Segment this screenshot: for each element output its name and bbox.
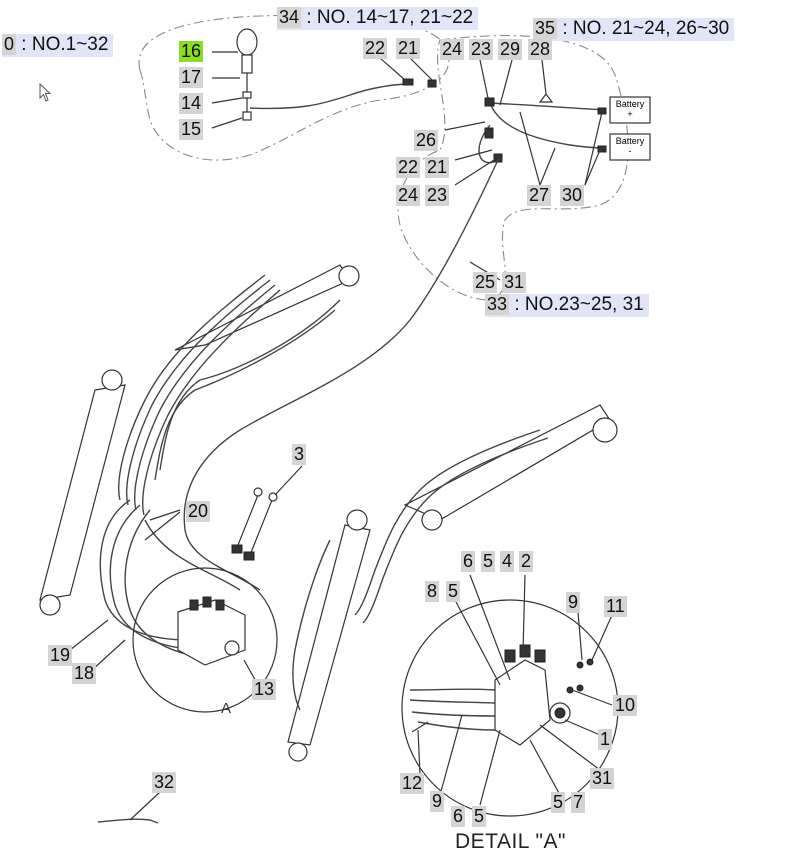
callout-15[interactable]: 15 (179, 119, 204, 140)
note-battery: 35 : NO. 21~24, 26~30 (533, 18, 735, 41)
callout-4[interactable]: 4 (500, 551, 515, 572)
callout-31-bottom[interactable]: 31 (590, 768, 615, 789)
battery-bottom-text: Battery (615, 136, 645, 146)
callout-27[interactable]: 27 (527, 185, 552, 206)
battery-top-box (609, 96, 651, 124)
note-battery-text: : NO. 21~24, 26~30 (562, 18, 730, 39)
callout-17[interactable]: 17 (179, 67, 204, 88)
callout-24-mid[interactable]: 24 (396, 185, 421, 206)
right-lift-cylinder (403, 404, 618, 531)
detail-caption: DETAIL "A" (455, 830, 566, 853)
callout-8[interactable]: 8 (425, 581, 440, 602)
lower-cylinder (287, 509, 371, 762)
pin-parts (231, 465, 303, 561)
battery-top-text: Battery (615, 99, 645, 109)
callout-14[interactable]: 14 (179, 93, 204, 114)
callout-22-mid[interactable]: 22 (396, 157, 421, 178)
callout-25[interactable]: 25 (473, 272, 498, 293)
part-32-wire (97, 818, 159, 824)
callout-18[interactable]: 18 (72, 663, 97, 684)
battery-bottom-box (609, 133, 651, 161)
main-harness (183, 159, 499, 591)
valve-detail-circle (132, 567, 278, 713)
callout-32[interactable]: 32 (152, 772, 177, 793)
callout-9-bottom[interactable]: 9 (430, 791, 445, 812)
callout-1[interactable]: 1 (598, 729, 613, 750)
note-grip-text: : NO. 14~17, 21~22 (306, 7, 474, 28)
battery-top-sign: + (627, 109, 633, 119)
callout-7[interactable]: 7 (571, 792, 586, 813)
upper-cylinder (174, 264, 360, 351)
note-harness-text: : NO.23~25, 31 (514, 294, 644, 315)
callout-19[interactable]: 19 (48, 645, 73, 666)
note-main-text: : NO.1~32 (21, 34, 109, 55)
callout-24-top[interactable]: 24 (440, 39, 465, 60)
callout-note-harness[interactable]: 33 (485, 294, 510, 315)
note-harness: 33 : NO.23~25, 31 (485, 294, 649, 317)
battery-bottom-sign: - (628, 146, 632, 156)
callout-5-mid[interactable]: 5 (446, 581, 461, 602)
detail-a-circle (401, 574, 619, 817)
battery-top-label: Battery + (612, 99, 648, 119)
callout-21-mid[interactable]: 21 (425, 157, 450, 178)
callout-28[interactable]: 28 (528, 39, 553, 60)
callout-5-top[interactable]: 5 (481, 551, 496, 572)
battery-group-outline (397, 35, 629, 301)
callout-note-grip[interactable]: 34 (277, 7, 302, 28)
grip-harness (249, 83, 406, 110)
note-main: 0 : NO.1~32 (2, 34, 114, 57)
callout-29[interactable]: 29 (498, 39, 523, 60)
callout-note-main[interactable]: 0 (2, 34, 17, 55)
hose-bundle (99, 274, 549, 711)
callout-10[interactable]: 10 (613, 695, 638, 716)
battery-bottom-label: Battery - (612, 136, 648, 156)
callout-6-top[interactable]: 6 (461, 551, 476, 572)
callout-9-top[interactable]: 9 (566, 592, 581, 613)
grip-group-outline (138, 14, 450, 161)
callout-30[interactable]: 30 (560, 185, 585, 206)
left-lift-cylinder (39, 369, 126, 616)
callout-6-bottom[interactable]: 6 (451, 806, 466, 827)
detail-letter-a: A (221, 700, 232, 717)
callout-26[interactable]: 26 (414, 130, 439, 151)
callout-note-battery[interactable]: 35 (533, 18, 558, 39)
callout-31-top[interactable]: 31 (502, 272, 527, 293)
callout-13[interactable]: 13 (252, 679, 277, 700)
callout-11[interactable]: 11 (604, 596, 627, 617)
battery-wiring (444, 59, 607, 186)
callout-22-top[interactable]: 22 (363, 38, 388, 59)
joystick-grip (211, 28, 258, 129)
note-grip: 34 : NO. 14~17, 21~22 (277, 7, 479, 30)
mouse-pointer-icon (39, 83, 52, 102)
callout-2[interactable]: 2 (519, 551, 534, 572)
callout-23-top[interactable]: 23 (469, 39, 494, 60)
callout-3[interactable]: 3 (292, 444, 307, 465)
callout-20[interactable]: 20 (186, 501, 211, 522)
callout-12[interactable]: 12 (400, 773, 425, 794)
callout-5-bottom[interactable]: 5 (472, 806, 487, 827)
callout-16[interactable]: 16 (179, 41, 204, 62)
callout-23-mid[interactable]: 23 (425, 185, 450, 206)
callout-21-top[interactable]: 21 (396, 38, 421, 59)
callout-5-right[interactable]: 5 (551, 792, 566, 813)
